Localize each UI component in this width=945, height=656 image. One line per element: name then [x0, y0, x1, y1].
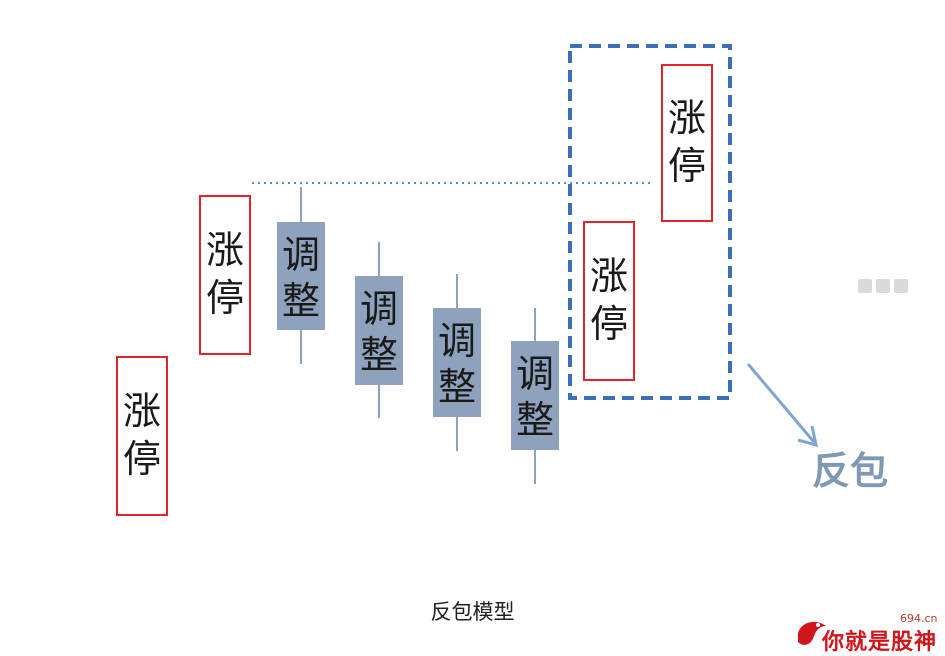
- limit-up-candle-1: 涨 停: [116, 356, 168, 516]
- adjust-char-1: 调: [516, 352, 554, 396]
- adjust-candle-3: 调 整: [433, 274, 481, 451]
- limit-up-char-1: 涨: [668, 96, 706, 140]
- adjust-candle-4: 调 整: [511, 308, 559, 484]
- limit-up-char-2: 停: [123, 437, 161, 481]
- adjust-char-1: 调: [360, 287, 398, 331]
- site-logo[interactable]: 694.cn 你就是股神: [792, 610, 942, 655]
- logo-brand-text: 你就是股神: [822, 630, 938, 655]
- adjust-candle-1: 调 整: [277, 187, 325, 364]
- limit-up-char-2: 停: [206, 276, 244, 320]
- adjust-char-2: 整: [360, 333, 398, 377]
- limit-up-char-1: 涨: [590, 254, 628, 298]
- limit-up-char-2: 停: [590, 302, 628, 346]
- blurred-watermark: [858, 278, 920, 296]
- arrow-icon: [746, 363, 818, 448]
- limit-up-char-1: 涨: [206, 228, 244, 272]
- adjust-char-2: 整: [282, 279, 320, 323]
- limit-up-candle-4: 涨 停: [661, 64, 713, 222]
- adjust-char-1: 调: [438, 319, 476, 363]
- adjust-char-2: 整: [438, 365, 476, 409]
- logo-site-text: 694.cn: [900, 612, 938, 625]
- adjust-char-2: 整: [516, 398, 554, 442]
- adjust-candle-2: 调 整: [355, 242, 403, 418]
- figure-caption: 反包模型: [430, 600, 515, 624]
- limit-up-candle-3: 涨 停: [583, 221, 635, 381]
- limit-up-char-2: 停: [668, 144, 706, 188]
- limit-up-candle-2: 涨 停: [199, 195, 251, 355]
- limit-up-char-1: 涨: [123, 389, 161, 433]
- reversal-highlight-box: [568, 44, 732, 400]
- adjust-char-1: 调: [282, 233, 320, 277]
- fish-logo-icon: [798, 621, 826, 645]
- reversal-label: 反包: [812, 449, 888, 493]
